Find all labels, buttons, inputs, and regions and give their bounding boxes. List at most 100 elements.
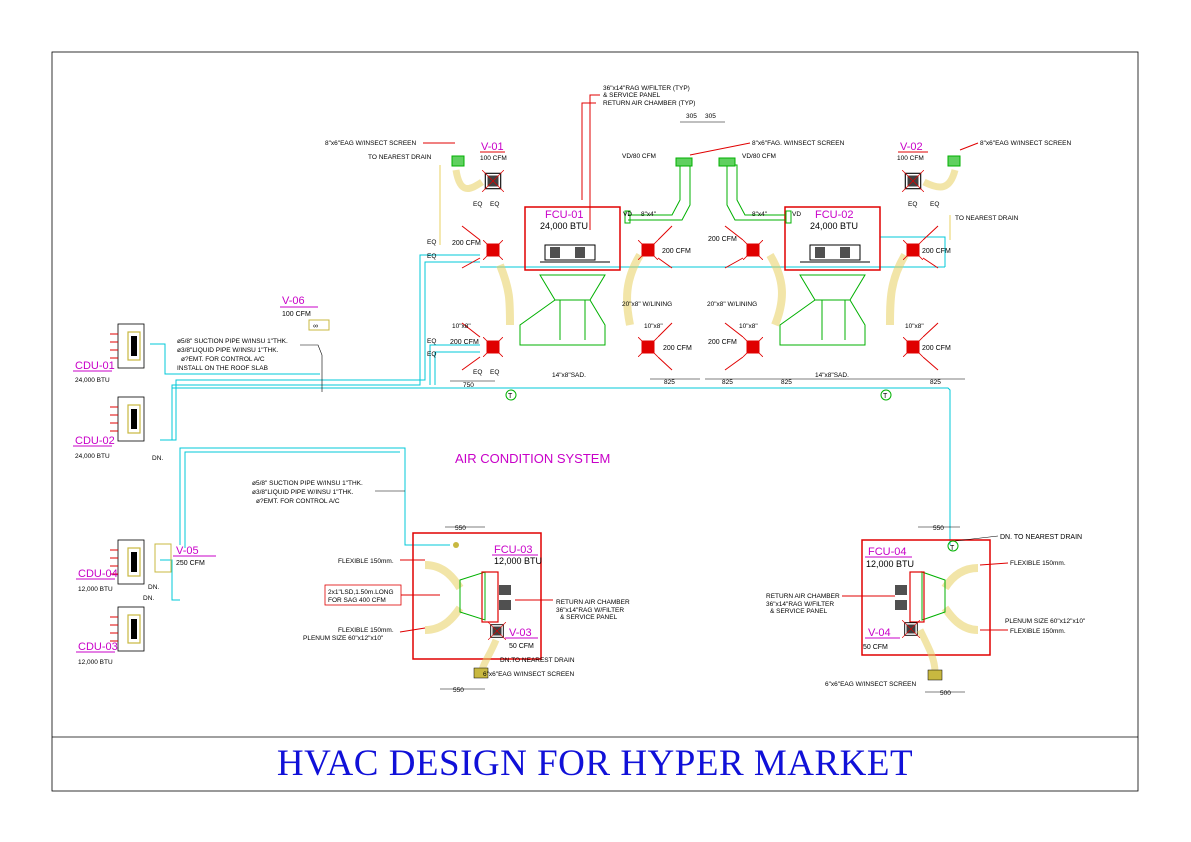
note-dn-drain: DN. TO NEAREST DRAIN	[1000, 534, 1082, 541]
note-roof-slab: INSTALL ON THE ROOF SLAB	[177, 365, 268, 372]
cfm-label: 200 CFM	[450, 339, 479, 346]
cdu-03-capacity: 12,000 BTU	[78, 659, 113, 666]
cdu-04-capacity: 12,000 BTU	[78, 586, 113, 593]
duct-lining-label: 20"x8" W/LINING	[707, 301, 757, 308]
note-emt-control: ø?EMT. FOR CONTROL A/C	[256, 498, 340, 505]
note-flexible: FLEXIBLE 150mm.	[338, 627, 394, 634]
note-rag-filter: 36"x14"RAG W/FILTER	[766, 601, 834, 608]
duct-sad-label: 14"x8"SAD.	[815, 372, 849, 379]
note-suction-pipe: ø5/8" SUCTION PIPE W/INSU 1"THK.	[252, 480, 363, 487]
cdu-01-capacity: 24,000 BTU	[75, 377, 110, 384]
cdu-04-tag: CDU-04	[78, 568, 118, 580]
dim-550: 550	[453, 687, 464, 694]
note-return-chamber: RETURN AIR CHAMBER	[556, 599, 630, 606]
fcu-02-capacity: 24,000 BTU	[810, 221, 858, 231]
duct-size-label: 10"x8"	[905, 323, 924, 330]
note-to-drain-right: TO NEAREST DRAIN	[955, 215, 1019, 222]
fcu-01-box	[524, 206, 621, 271]
dim-550: 550	[933, 525, 944, 532]
cfm-label: 200 CFM	[663, 345, 692, 352]
eq-label: EQ	[427, 239, 436, 246]
cdu-02-capacity: 24,000 BTU	[75, 453, 110, 460]
cdu-group: CDU-01 24,000 BTU CDU-02 24,000 BTU CDU-…	[73, 295, 405, 666]
fcu-04-room	[861, 539, 991, 656]
eq-label: EQ	[490, 201, 499, 208]
v-06-tag: V-06	[282, 295, 305, 307]
dim-825: 825	[664, 379, 675, 386]
note-service-panel: & SERVICE PANEL	[603, 92, 661, 99]
cdu-03-tag: CDU-03	[78, 641, 118, 653]
duct-size-label: 8"x4"	[752, 211, 768, 218]
dn-label: DN.	[143, 595, 154, 602]
eq-label: EQ	[427, 253, 436, 260]
dim-550: 550	[455, 525, 466, 532]
note-flexible: FLEXIBLE 150mm.	[1010, 628, 1066, 635]
note-eag-screen-right: 8"x6"EAG W/INSECT SCREEN	[980, 140, 1071, 147]
eq-label: EQ	[427, 351, 436, 358]
note-eag-screen-left: 8"x6"EAG W/INSECT SCREEN	[325, 140, 416, 147]
note-flexible: FLEXIBLE 150mm.	[338, 558, 394, 565]
note-to-drain-left: TO NEAREST DRAIN	[368, 154, 432, 161]
note-return-chamber: RETURN AIR CHAMBER	[766, 593, 840, 600]
vd-label: VD	[792, 211, 801, 218]
note-fag-screen: 8"x6"FAG. W/INSECT SCREEN	[752, 140, 845, 147]
note-service-panel: & SERVICE PANEL	[560, 614, 618, 621]
v-01-cfm: 100 CFM	[480, 155, 507, 162]
fcu-02-tag: FCU-02	[815, 209, 854, 221]
cfm-label: 200 CFM	[708, 236, 737, 243]
dim-305: 305	[686, 113, 697, 120]
note-rag-filter: 36"x14"RAG W/FILTER (TYP)	[603, 85, 690, 92]
note-eag-6x6: 6"x6"EAG W/INSECT SCREEN	[483, 671, 574, 678]
cdu-01-tag: CDU-01	[75, 360, 115, 372]
fan-symbol-icon: ∞	[313, 323, 318, 330]
note-liquid-pipe: ø3/8"LIQUID PIPE W/INSU 1"THK.	[252, 489, 354, 496]
eq-label: EQ	[473, 201, 482, 208]
dim-305: 305	[705, 113, 716, 120]
thermostat-left: T	[508, 393, 513, 400]
eq-label: EQ	[490, 369, 499, 376]
dim-825: 825	[781, 379, 792, 386]
note-lsd: 2x1"LSD,1.50m.LONG	[328, 589, 394, 596]
dim-825: 825	[930, 379, 941, 386]
dn-label: DN.	[148, 584, 159, 591]
fcu-02-assembly: FCU-02 24,000 BTU V-02 100 CFM 8"x6"EAG …	[505, 140, 1071, 401]
v-05-cfm: 250 CFM	[176, 560, 205, 567]
thermostat-fcu04: T	[950, 545, 955, 552]
v-04-tag: V-04	[868, 627, 891, 639]
eq-label: EQ	[908, 201, 917, 208]
fcu-01-capacity: 24,000 BTU	[540, 221, 588, 231]
note-dn-drain: DN.TO NEAREST DRAIN	[500, 657, 575, 664]
cfm-label: 200 CFM	[922, 248, 951, 255]
note-liquid-pipe: ø3/8"LIQUID PIPE W/INSU 1"THK.	[177, 347, 279, 354]
note-flexible: FLEXIBLE 150mm.	[1010, 560, 1066, 567]
dim-500: 500	[940, 690, 951, 697]
duct-size-label: 10"x8"	[644, 323, 663, 330]
fcu-01-assembly: FCU-01 24,000 BTU V-01 100 CFM 8"x6"EAG	[325, 85, 845, 389]
dim-825: 825	[722, 379, 733, 386]
fcu-02-box	[784, 206, 881, 271]
cfm-label: 200 CFM	[922, 345, 951, 352]
fcu-03-tag: FCU-03	[494, 544, 533, 556]
eq-label: EQ	[930, 201, 939, 208]
fcu-03-assembly: FCU-03 12,000 BTU V-03 50 CFM 550 550 6"…	[303, 525, 630, 694]
note-eag-6x6: 6"x6"EAG W/INSECT SCREEN	[825, 681, 916, 688]
note-service-panel: & SERVICE PANEL	[770, 608, 828, 615]
duct-size-label: 8"x4"	[641, 211, 657, 218]
fcu-03-capacity: 12,000 BTU	[494, 556, 542, 566]
duct-size-label: 10"x8"	[739, 323, 758, 330]
sheet-border	[51, 51, 1139, 792]
dn-label: DN.	[152, 455, 163, 462]
fcu-04-tag: FCU-04	[868, 546, 907, 558]
drawing-title: HVAC DESIGN FOR HYPER MARKET	[276, 743, 914, 784]
note-rag-filter: 36"x14"RAG W/FILTER	[556, 607, 624, 614]
note-return-chamber: RETURN AIR CHAMBER (TYP)	[603, 100, 695, 107]
note-suction-pipe: ø5/8" SUCTION PIPE W/INSU 1"THK.	[177, 338, 288, 345]
duct-lining-label: 20"x8" W/LINING	[622, 301, 672, 308]
eq-label: EQ	[427, 338, 436, 345]
duct-sad-label: 14"x8"SAD.	[552, 372, 586, 379]
fcu-04-assembly: FCU-04 12,000 BTU V-04 50 CFM 550 500 6"…	[766, 525, 1086, 697]
fcu-03-room	[412, 532, 542, 660]
cfm-label: 200 CFM	[708, 339, 737, 346]
dim-750: 750	[463, 382, 474, 389]
